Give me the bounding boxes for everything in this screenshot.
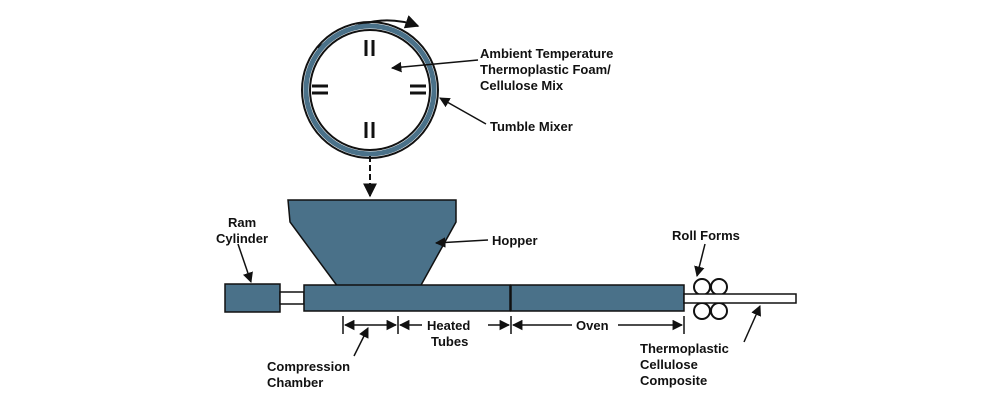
mixer-baffles bbox=[312, 40, 426, 138]
svg-text:Roll Forms: Roll Forms bbox=[672, 228, 740, 243]
svg-text:Cellulose Mix: Cellulose Mix bbox=[480, 78, 564, 93]
ram-leader bbox=[237, 243, 253, 283]
composite-label-line1: Thermoplastic bbox=[640, 341, 729, 356]
composite-leader bbox=[743, 305, 761, 343]
compression-leader bbox=[353, 327, 369, 357]
tumble-mixer-drum bbox=[301, 21, 439, 159]
compression-label-line2: Chamber bbox=[267, 375, 323, 390]
hopper-leader bbox=[434, 237, 489, 248]
svg-text:Compression: Compression bbox=[267, 359, 350, 374]
composite-label-line3: Composite bbox=[640, 373, 707, 388]
dimension-lines bbox=[342, 316, 685, 334]
svg-text:Ram: Ram bbox=[228, 215, 256, 230]
barrel-oven-section bbox=[510, 284, 685, 312]
svg-text:Thermoplastic: Thermoplastic bbox=[640, 341, 729, 356]
svg-text:Tubes: Tubes bbox=[431, 334, 468, 349]
svg-text:Composite: Composite bbox=[640, 373, 707, 388]
svg-text:Hopper: Hopper bbox=[492, 233, 538, 248]
svg-text:Heated: Heated bbox=[427, 318, 470, 333]
ram-label-line2: Cylinder bbox=[216, 231, 268, 246]
ram-label-line1: Ram bbox=[228, 215, 256, 230]
tumble-mixer-label: Tumble Mixer bbox=[490, 119, 573, 134]
barrel-heated-section bbox=[303, 284, 511, 312]
roll-forms-label: Roll Forms bbox=[672, 228, 740, 243]
svg-text:Thermoplastic Foam/: Thermoplastic Foam/ bbox=[480, 62, 611, 77]
mix-label-line3: Cellulose Mix bbox=[480, 78, 564, 93]
tumble-mixer-leader bbox=[439, 97, 487, 125]
hopper-label: Hopper bbox=[492, 233, 538, 248]
mix-leader bbox=[390, 59, 479, 73]
heated-label-line1: Heated bbox=[427, 318, 470, 333]
oven-label: Oven bbox=[576, 318, 609, 333]
heated-label-line2: Tubes bbox=[431, 334, 468, 349]
ram-rod bbox=[279, 291, 305, 305]
svg-text:Cellulose: Cellulose bbox=[640, 357, 698, 372]
hopper bbox=[287, 199, 457, 288]
svg-text:Tumble Mixer: Tumble Mixer bbox=[490, 119, 573, 134]
svg-text:Chamber: Chamber bbox=[267, 375, 323, 390]
ram-cylinder bbox=[224, 283, 281, 313]
composite-label-line2: Cellulose bbox=[640, 357, 698, 372]
svg-text:Cylinder: Cylinder bbox=[216, 231, 268, 246]
composite-strip bbox=[683, 293, 797, 304]
mix-label-line2: Thermoplastic Foam/ bbox=[480, 62, 611, 77]
compression-label-line1: Compression bbox=[267, 359, 350, 374]
svg-text:Ambient Temperature: Ambient Temperature bbox=[480, 46, 613, 61]
svg-text:Oven: Oven bbox=[576, 318, 609, 333]
roll-forms-leader bbox=[694, 243, 706, 278]
mix-label-line1: Ambient Temperature bbox=[480, 46, 613, 61]
